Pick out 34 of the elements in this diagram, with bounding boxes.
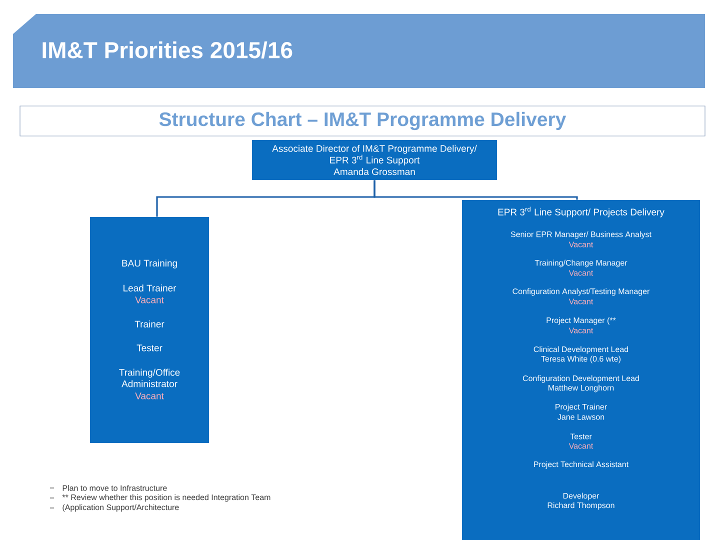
role-title: Project Manager (** xyxy=(546,317,616,325)
person-name: Matthew Longhorn xyxy=(548,384,614,392)
vacancy-status: Vacant xyxy=(568,298,594,304)
vacancy-status: Vacant xyxy=(568,443,594,449)
role-title: Project Technical Assistant xyxy=(534,461,628,469)
heading-box: Structure Chart – IM&T Programme Delivery xyxy=(20,106,706,136)
role-title: BAU Training xyxy=(122,260,177,268)
role-title: Configuration Analyst/Testing Manager xyxy=(512,288,650,296)
vacancy-status: Vacant xyxy=(135,392,164,400)
footnote-text: Plan to move to Infrastructure xyxy=(62,485,167,491)
role-title: Developer xyxy=(563,492,600,500)
role-title: Lead Trainer xyxy=(124,284,176,292)
person-name: Jane Lawson xyxy=(558,414,604,420)
vacancy-status: Vacant xyxy=(135,296,164,304)
person-name: Richard Thompson xyxy=(548,502,614,510)
role-title: Configuration Development Lead xyxy=(522,375,639,383)
role-title: Tester xyxy=(570,434,592,440)
role-box: Associate Director of IM&T Programme Delivery/ EPR 3$^{rd}$ Line Support Amanda Grossman xyxy=(252,140,497,180)
team-heading: EPR 3$^{rd}$ Line Support/ Projects Delivery xyxy=(498,206,664,218)
vacancy-status: Vacant xyxy=(568,328,594,334)
footnote-text: ** Review whether this position is needed Integration Team xyxy=(62,494,270,502)
role-title: Clinical Development Lead xyxy=(534,346,628,354)
role-title: Trainer xyxy=(134,320,164,328)
title-banner: IM&T Priorities 2015/16 xyxy=(13,14,705,88)
vacancy-status: Vacant xyxy=(568,270,594,276)
role-title: Training/Change Manager xyxy=(534,260,628,268)
footnote-text: (Application Support/Architecture xyxy=(62,504,179,512)
person-name: Teresa White (0.6 wte) xyxy=(541,356,620,364)
role-title: Training/Office Administrator xyxy=(119,368,180,388)
role-title: Senior EPR Manager/ Business Analyst xyxy=(510,231,652,239)
vacancy-status: Vacant xyxy=(568,242,594,248)
role-title: Tester xyxy=(136,344,162,352)
connector-line xyxy=(374,180,578,200)
role-title: Project Trainer xyxy=(556,404,607,412)
